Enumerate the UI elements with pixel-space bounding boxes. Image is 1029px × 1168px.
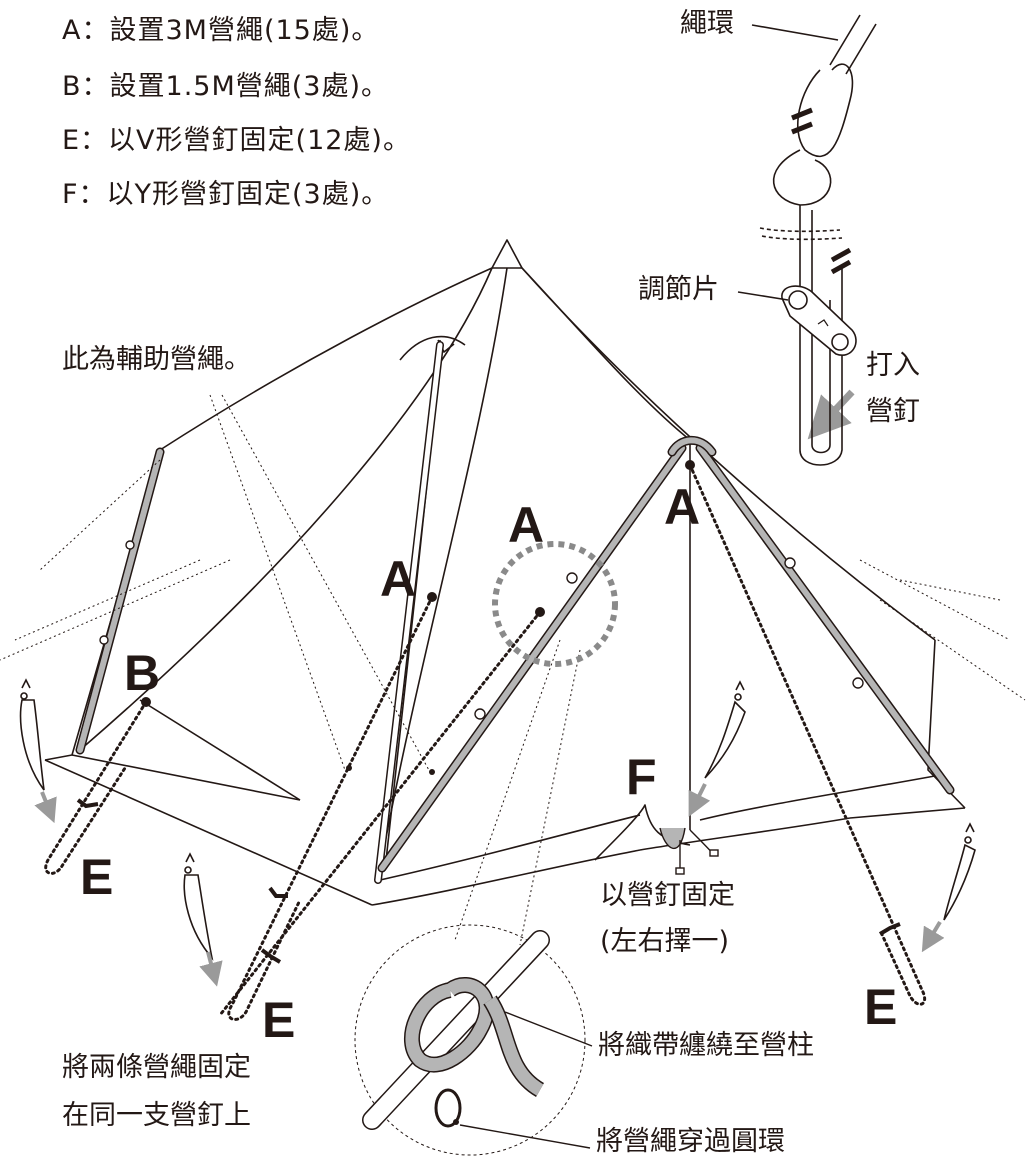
tent-front-seam [377, 267, 508, 881]
guyline-a-middle [218, 610, 542, 1017]
label-drive-peg-1: 打入 [866, 350, 920, 381]
callout-circle-large [354, 924, 586, 1156]
tent-front-ground [379, 814, 641, 881]
tent-left-front-seam [79, 267, 493, 751]
marker-e-middle: E [262, 992, 296, 1048]
marker-a-middle: A [508, 497, 545, 553]
tent-bottom-right-skirt [699, 774, 941, 821]
peg-middle [183, 852, 214, 961]
marker-f: F [626, 749, 657, 805]
label-drive-peg-2: 營釘 [866, 396, 920, 427]
label-peg-fix-1: 以營釘固定 [600, 880, 735, 911]
peg-left [19, 678, 45, 791]
marker-e-left: E [80, 849, 114, 905]
guyline-a-center [227, 595, 434, 1021]
label-adjuster: 調節片 [638, 274, 719, 305]
tent-right-edge [927, 639, 966, 809]
label-two-lines-2: 在同一支營釘上 [62, 1100, 251, 1131]
tent-skirt-left-inner [139, 699, 301, 801]
label-thread-ring: 將營繩穿過圓環 [596, 1126, 785, 1157]
legend-a: A：設置3M營繩(15處)。 [62, 15, 380, 46]
tent-door-curve [399, 335, 466, 361]
callout-circle-small [492, 541, 618, 667]
label-peg-fix-2: (左右擇一) [600, 926, 730, 957]
tent-hem-front [371, 849, 641, 906]
marker-b: B [124, 645, 161, 701]
label-aux-guyline: 此為輔助營繩。 [62, 344, 251, 375]
rope-loop [797, 63, 854, 157]
marker-a-right: A [664, 479, 701, 535]
arrows [34, 389, 945, 987]
guyline-b [44, 700, 148, 875]
tent-skirt-left [71, 754, 301, 801]
pegs [19, 678, 976, 961]
aux-guylines [0, 394, 1026, 946]
tent-left-ridge [159, 267, 493, 451]
label-rope-loop: 繩環 [680, 8, 734, 39]
guyline-a-right [688, 463, 927, 1006]
adjuster [781, 285, 857, 356]
marker-a-left: A [380, 551, 417, 607]
peg-f [704, 680, 746, 779]
peg-ticks [76, 798, 901, 964]
attachment-dots [141, 460, 695, 775]
tent-hem-left [44, 759, 373, 906]
legend-b: B：設置1.5M營繩(3處)。 [62, 71, 390, 102]
guylines [44, 463, 927, 1021]
poles [75, 341, 955, 884]
legend-e: E：以V形營釘固定(12處)。 [62, 125, 411, 156]
tent-peak [491, 239, 523, 269]
peg-right [943, 822, 976, 921]
rope-long [799, 205, 843, 466]
legend-f: F：以Y形營釘固定(3處)。 [62, 179, 390, 210]
label-two-lines-1: 將兩條營繩固定 [62, 1052, 251, 1083]
tent-bottom-left [44, 449, 161, 761]
rope-pole [829, 14, 877, 75]
wrap-detail [354, 924, 593, 1156]
marker-e-right: E [864, 979, 898, 1035]
tent-hem-right [849, 807, 966, 819]
tent-hem-front-right [639, 817, 851, 851]
label-wrap-webbing: 將織帶纏繞至營柱 [598, 1030, 814, 1061]
tent-body [44, 239, 966, 906]
rope-detail [737, 14, 877, 466]
tent-right-ridge [521, 267, 936, 641]
f-knot [659, 827, 719, 875]
